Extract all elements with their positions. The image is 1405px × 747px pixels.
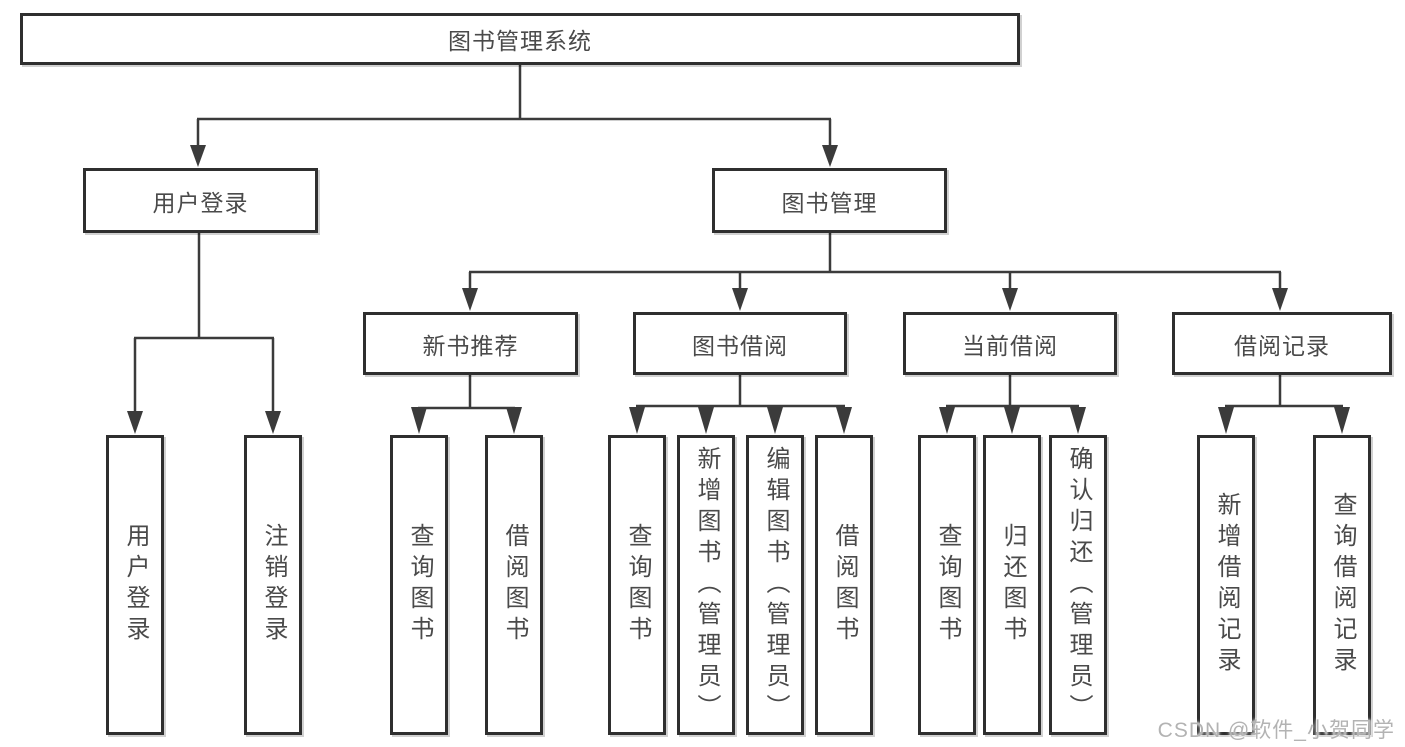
leaf-borrow-book-2: 借阅图书 (815, 435, 873, 735)
csdn-watermark: CSDN @软件_小贺同学 (1157, 719, 1395, 742)
node-library-system: 图书管理系统 (20, 13, 1020, 65)
node-book-borrow: 图书借阅 (633, 312, 847, 375)
arrowhead-group (127, 145, 1350, 434)
connector-line-group (133, 65, 1343, 413)
leaf-user-login: 用户登录 (106, 435, 164, 735)
leaf-add-borrow-record: 新增借阅记录 (1197, 435, 1255, 735)
leaf-query-book-1: 查询图书 (390, 435, 448, 735)
leaf-edit-book-admin: 编辑图书（管理员） (746, 435, 804, 735)
leaf-confirm-return-admin: 确认归还（管理员） (1049, 435, 1107, 735)
node-borrow-records: 借阅记录 (1172, 312, 1392, 375)
leaf-add-book-admin: 新增图书（管理员） (677, 435, 735, 735)
leaf-logout: 注销登录 (244, 435, 302, 735)
leaf-borrow-book-1: 借阅图书 (485, 435, 543, 735)
node-user-login: 用户登录 (83, 168, 318, 233)
node-current-borrow: 当前借阅 (903, 312, 1117, 375)
leaf-query-borrow-record: 查询借阅记录 (1313, 435, 1371, 735)
leaf-return-book: 归还图书 (983, 435, 1041, 735)
leaf-query-book-3: 查询图书 (918, 435, 976, 735)
node-new-book-recommend: 新书推荐 (363, 312, 578, 375)
node-book-management: 图书管理 (712, 168, 947, 233)
leaf-query-book-2: 查询图书 (608, 435, 666, 735)
